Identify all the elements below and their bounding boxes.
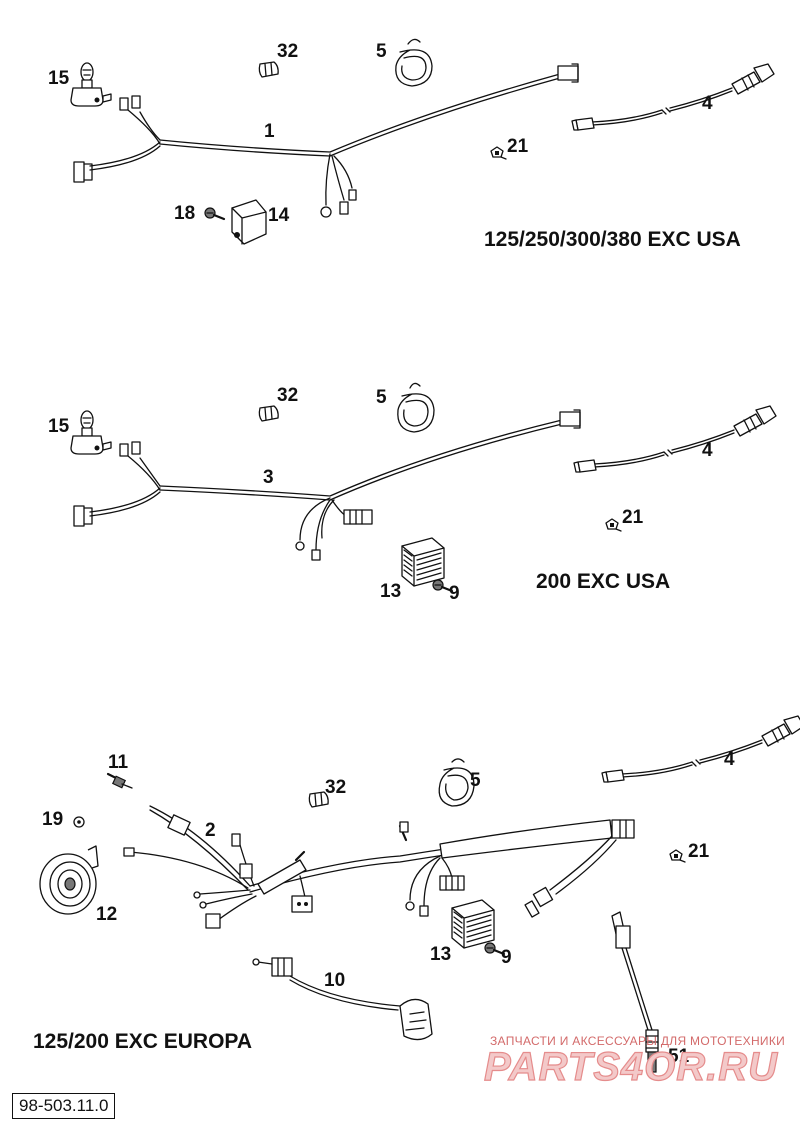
part-callout-19: 19 xyxy=(42,809,63,830)
watermark-brand: PARTS4OR.RU xyxy=(484,1045,778,1089)
watermark: ЗАПЧАСТИ И АКСЕССУАРЫ ДЛЯ МОТОТЕХНИКИ PA… xyxy=(483,1034,785,1090)
part-callout-15: 15 xyxy=(48,416,70,437)
part-callout-18: 18 xyxy=(174,203,195,224)
part-callout-32: 32 xyxy=(277,385,298,406)
part-callout-9: 9 xyxy=(501,947,512,968)
part-callout-21: 21 xyxy=(688,841,710,862)
part-callout-13: 13 xyxy=(380,581,401,602)
part-callout-32: 32 xyxy=(277,41,298,62)
part-callout-11: 11 xyxy=(108,752,129,773)
part-callout-3: 3 xyxy=(263,467,274,488)
part-callout-21: 21 xyxy=(622,507,644,528)
part-callout-13: 13 xyxy=(430,944,451,965)
part-callout-5: 5 xyxy=(376,41,387,62)
part-callout-12: 12 xyxy=(96,904,117,925)
section-title: 200 EXC USA xyxy=(536,570,670,593)
part-callout-14: 14 xyxy=(268,205,290,226)
part-callout-4: 4 xyxy=(724,749,735,770)
part-callout-21: 21 xyxy=(507,136,529,157)
part-callout-4: 4 xyxy=(702,440,713,461)
part-callout-15: 15 xyxy=(48,68,70,89)
part-callout-51: 51 xyxy=(668,1046,690,1067)
part-callout-9: 9 xyxy=(449,583,460,604)
part-callout-5: 5 xyxy=(376,387,387,408)
part-callout-2: 2 xyxy=(205,820,216,841)
part-callout-4: 4 xyxy=(702,93,713,114)
section-exc-europa: 11 32 5 4 19 2 21 12 13 9 10 51 125/200 … xyxy=(33,715,800,1073)
part-callout-32: 32 xyxy=(325,777,346,798)
section-exc-usa-200: 15 32 5 3 4 21 13 9 200 EXC USA xyxy=(48,382,777,604)
section-exc-usa-125-380: 15 32 5 1 4 21 18 14 125/250/300/380 EXC… xyxy=(48,38,775,251)
section-title: 125/200 EXC EUROPA xyxy=(33,1030,252,1053)
part-callout-1: 1 xyxy=(264,121,275,142)
section-title: 125/250/300/380 EXC USA xyxy=(484,228,741,251)
diagram-reference-number: 98-503.11.0 xyxy=(12,1093,116,1119)
watermark-tagline: ЗАПЧАСТИ И АКСЕССУАРЫ ДЛЯ МОТОТЕХНИКИ xyxy=(490,1034,785,1048)
part-callout-5: 5 xyxy=(470,770,481,791)
part-callout-10: 10 xyxy=(324,970,345,991)
